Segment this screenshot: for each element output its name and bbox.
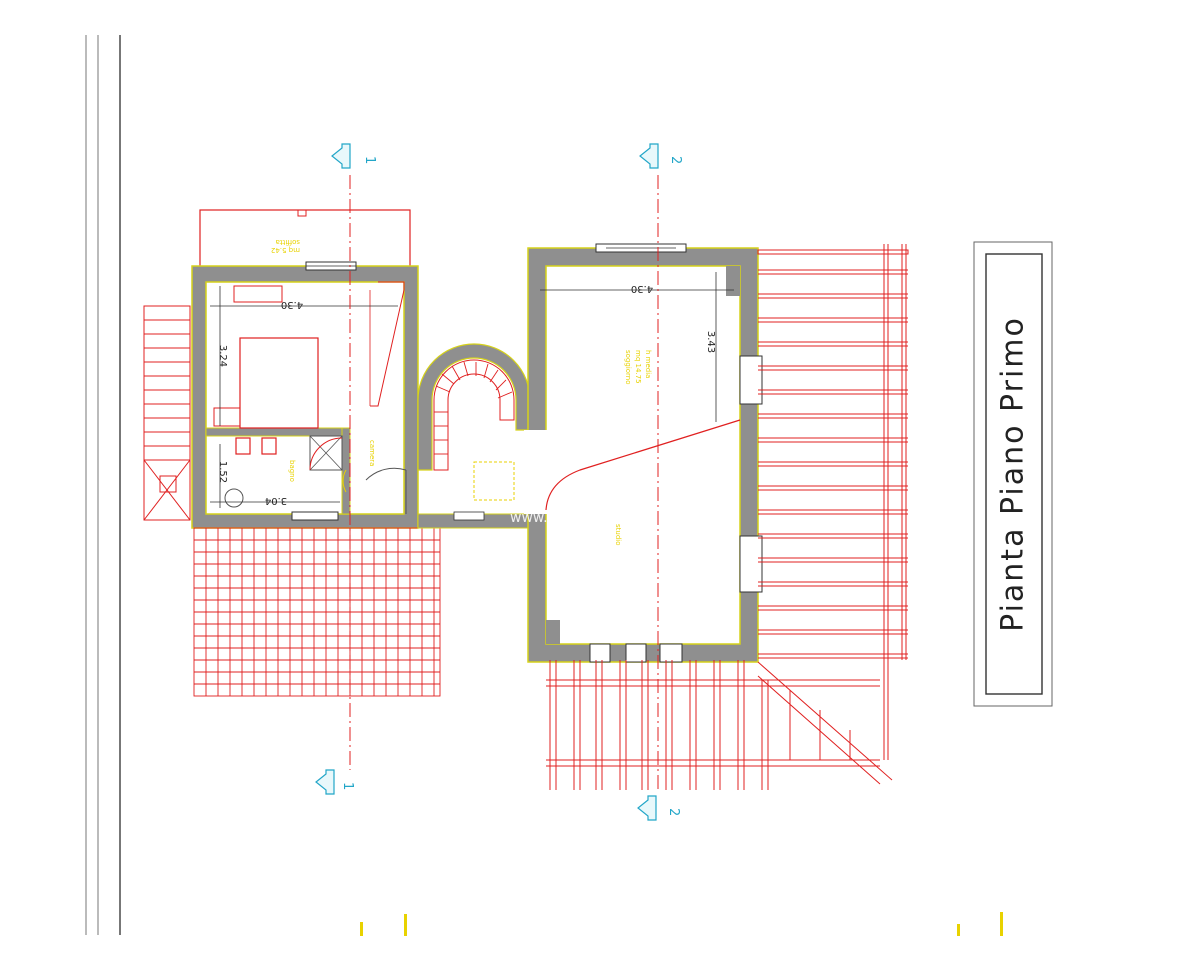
section-arrow-icon (639, 143, 659, 169)
dim-bath-width: 3.04 (265, 495, 287, 506)
svg-text:mq 14.75: mq 14.75 (634, 350, 642, 384)
svg-text:soggiorno: soggiorno (624, 350, 632, 385)
section-marker-top-left: 1 (331, 143, 377, 169)
right-building: soggiorno mq 14.75 h media studio (524, 243, 763, 663)
section-axis-lines (349, 175, 659, 790)
svg-text:studio: studio (614, 524, 622, 546)
svg-text:camera: camera (368, 440, 376, 466)
sheet-margin-lines (85, 35, 121, 935)
shower (309, 435, 343, 471)
svg-text:2: 2 (668, 156, 683, 164)
section-arrow-icon (315, 769, 335, 795)
section-arrow-icon (331, 143, 351, 169)
dim-right-room-width: 4.30 (631, 283, 653, 294)
watermark: www.a (510, 510, 556, 526)
dim-bedroom-width: 4.30 (281, 299, 303, 310)
bed (239, 337, 319, 429)
section-marker-bottom-left: 1 (315, 769, 355, 795)
svg-text:1: 1 (340, 782, 355, 790)
pergola-right (757, 244, 909, 785)
svg-text:soffitta: soffitta (276, 238, 300, 246)
page-title: Pianta Piano Primo (996, 316, 1031, 632)
svg-text:2: 2 (666, 808, 681, 816)
svg-text:h media: h media (644, 350, 652, 378)
section-marker-top-right: 2 (639, 143, 683, 169)
pergola-bottom (546, 660, 880, 790)
svg-text:mq 5.42: mq 5.42 (271, 246, 300, 254)
bottom-yellow-marks (360, 912, 1003, 936)
upper-balcony-outline (199, 209, 411, 269)
svg-text:bagno: bagno (288, 460, 296, 482)
section-arrow-icon (637, 795, 657, 821)
title-block: Pianta Piano Primo (973, 241, 1053, 707)
dim-bath-depth: 1.52 (217, 461, 228, 483)
svg-text:1: 1 (362, 156, 377, 164)
dim-bedroom-depth: 3.24 (217, 345, 228, 367)
dim-right-room-depth: 3.43 (705, 331, 716, 353)
exterior-stair-left (143, 305, 191, 521)
section-marker-bottom-right: 2 (637, 795, 681, 821)
spiral-stair (365, 343, 531, 529)
right-building-walls (527, 247, 759, 663)
left-building-walls (191, 265, 419, 529)
tiled-roof-left (193, 527, 441, 697)
left-building: soffitta mq 5.42 bagno camera (191, 209, 419, 529)
